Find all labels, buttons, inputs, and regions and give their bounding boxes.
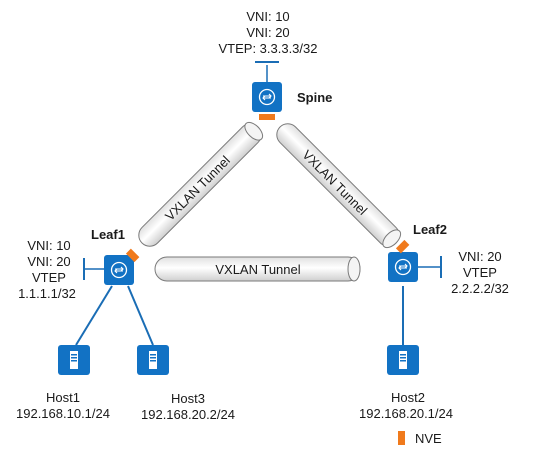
host3-ip: 192.168.20.2/24	[141, 407, 235, 422]
leaf1-vtep-ip: 1.1.1.1/32	[18, 286, 76, 301]
tunnel-spine-leaf1-label: VXLAN Tunnel	[162, 153, 233, 224]
leaf2-vtep-ip: 2.2.2.2/32	[451, 281, 509, 296]
server-icon	[70, 351, 78, 369]
server-icon	[399, 351, 407, 369]
spine-switch	[252, 61, 282, 120]
spine-vni-1: VNI: 10	[246, 9, 289, 24]
spine-vni-2: VNI: 20	[246, 25, 289, 40]
leaf1-name: Leaf1	[91, 227, 125, 242]
legend-nve-label: NVE	[415, 431, 442, 446]
leaf1-nve-marker	[125, 248, 140, 263]
spine-vtep: VTEP: 3.3.3.3/32	[218, 41, 317, 56]
tunnel-spine-leaf2: VXLAN Tunnel	[276, 123, 402, 249]
host1-name: Host1	[46, 390, 80, 405]
link-leaf1-host3	[127, 285, 154, 346]
host1-server	[58, 345, 90, 375]
legend-nve-swatch	[398, 431, 405, 445]
tunnel-spine-leaf2-label: VXLAN Tunnel	[299, 147, 370, 218]
leaf2-switch	[388, 239, 442, 282]
tunnel-spine-leaf1: VXLAN Tunnel	[138, 121, 264, 247]
host3-name: Host3	[171, 391, 205, 406]
host2-ip: 192.168.20.1/24	[359, 406, 453, 421]
leaf2-nve-marker	[395, 239, 410, 254]
leaf2-name: Leaf2	[413, 222, 447, 237]
leaf1-vtep-label: VTEP	[32, 270, 66, 285]
tunnel-leaf1-leaf2: VXLAN Tunnel	[154, 256, 361, 282]
host1-ip: 192.168.10.1/24	[16, 406, 110, 421]
host2-name: Host2	[391, 390, 425, 405]
tunnel-leaf1-leaf2-label: VXLAN Tunnel	[215, 262, 300, 277]
spine-name: Spine	[297, 90, 332, 105]
link-leaf1-host1	[75, 285, 113, 346]
host2-server	[387, 345, 419, 375]
leaf1-vni-1: VNI: 10	[27, 238, 70, 253]
leaf2-vni-1: VNI: 20	[458, 249, 501, 264]
spine-nve-marker	[259, 114, 275, 120]
leaf1-vni-2: VNI: 20	[27, 254, 70, 269]
leaf2-vtep-label: VTEP	[463, 265, 497, 280]
host3-server	[137, 345, 169, 375]
leaf1-switch	[83, 248, 140, 285]
server-icon	[149, 351, 157, 369]
